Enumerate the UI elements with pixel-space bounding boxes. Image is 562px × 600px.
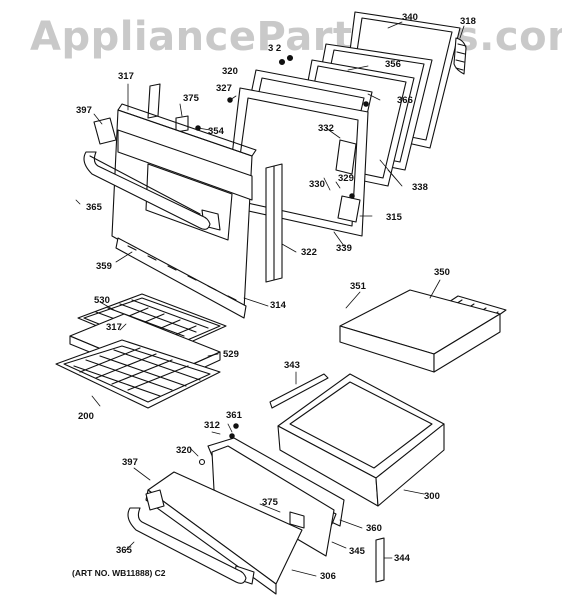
part-label: 361 (226, 410, 242, 421)
door-handle-365 (83, 151, 211, 230)
vent-trim-359 (115, 237, 247, 319)
part-label: 354 (208, 126, 224, 137)
part-label: 315 (386, 212, 402, 223)
part-label: 322 (301, 247, 317, 258)
part-label: 306 (320, 571, 336, 582)
hinge-375 (175, 115, 189, 133)
drawer-pan-351 (339, 289, 501, 373)
part-label: 529 (223, 349, 239, 360)
part-label: 320 (176, 445, 192, 456)
part-label: 397 (122, 457, 138, 468)
part-label: 320 (222, 66, 238, 77)
part-label: 329 (338, 173, 354, 184)
drawer-front-306 (145, 471, 303, 595)
part-label: 366 (397, 95, 413, 106)
oven-rack-200 (55, 339, 221, 409)
part-label: 350 (434, 267, 450, 278)
part-label: 351 (350, 281, 366, 292)
door-screws (195, 54, 369, 199)
part-label: 338 (412, 182, 428, 193)
part-label: 330 (309, 179, 325, 190)
part-label: 365 (86, 202, 102, 213)
part-label: 332 (318, 123, 334, 134)
part-label: 356 (385, 59, 401, 70)
part-label: 3 2 (268, 43, 282, 54)
watermark-text: AppliancePartsPros.com (30, 14, 562, 60)
part-label: 344 (394, 553, 410, 564)
part-label: 300 (424, 491, 440, 502)
door-post-322 (265, 163, 283, 283)
part-label: 397 (76, 105, 92, 116)
part-label: 375 (262, 497, 278, 508)
hinge-bracket-317 (147, 83, 161, 119)
part-label: 327 (216, 83, 232, 94)
part-label: 317 (106, 322, 122, 333)
part-label: 314 (270, 300, 286, 311)
part-label: 312 (204, 420, 220, 431)
part-label: 339 (336, 243, 352, 254)
part-label: 359 (96, 261, 112, 272)
part-label: 345 (349, 546, 365, 557)
part-label: 317 (118, 71, 134, 82)
leader-lines (75, 21, 465, 577)
drawer-body-300 (277, 373, 445, 507)
door-liner-339 (225, 87, 369, 237)
part-label: 360 (366, 523, 382, 534)
drawer-liner-345 (211, 445, 335, 557)
part-label: 200 (78, 411, 94, 422)
part-label: 530 (94, 295, 110, 306)
art-number-caption: (ART NO. WB11888) C2 (72, 568, 166, 578)
clip-318 (453, 37, 467, 75)
part-label: 343 (284, 360, 300, 371)
drawer-small-parts (198, 423, 239, 466)
part-label: 318 (460, 16, 476, 27)
drawer-clip-344 (375, 537, 385, 583)
part-label: 365 (116, 545, 132, 556)
part-label: 375 (183, 93, 199, 104)
part-label: 340 (402, 12, 418, 23)
drawer-slide-343 (269, 373, 329, 409)
drawer-handle-365 (127, 507, 247, 584)
